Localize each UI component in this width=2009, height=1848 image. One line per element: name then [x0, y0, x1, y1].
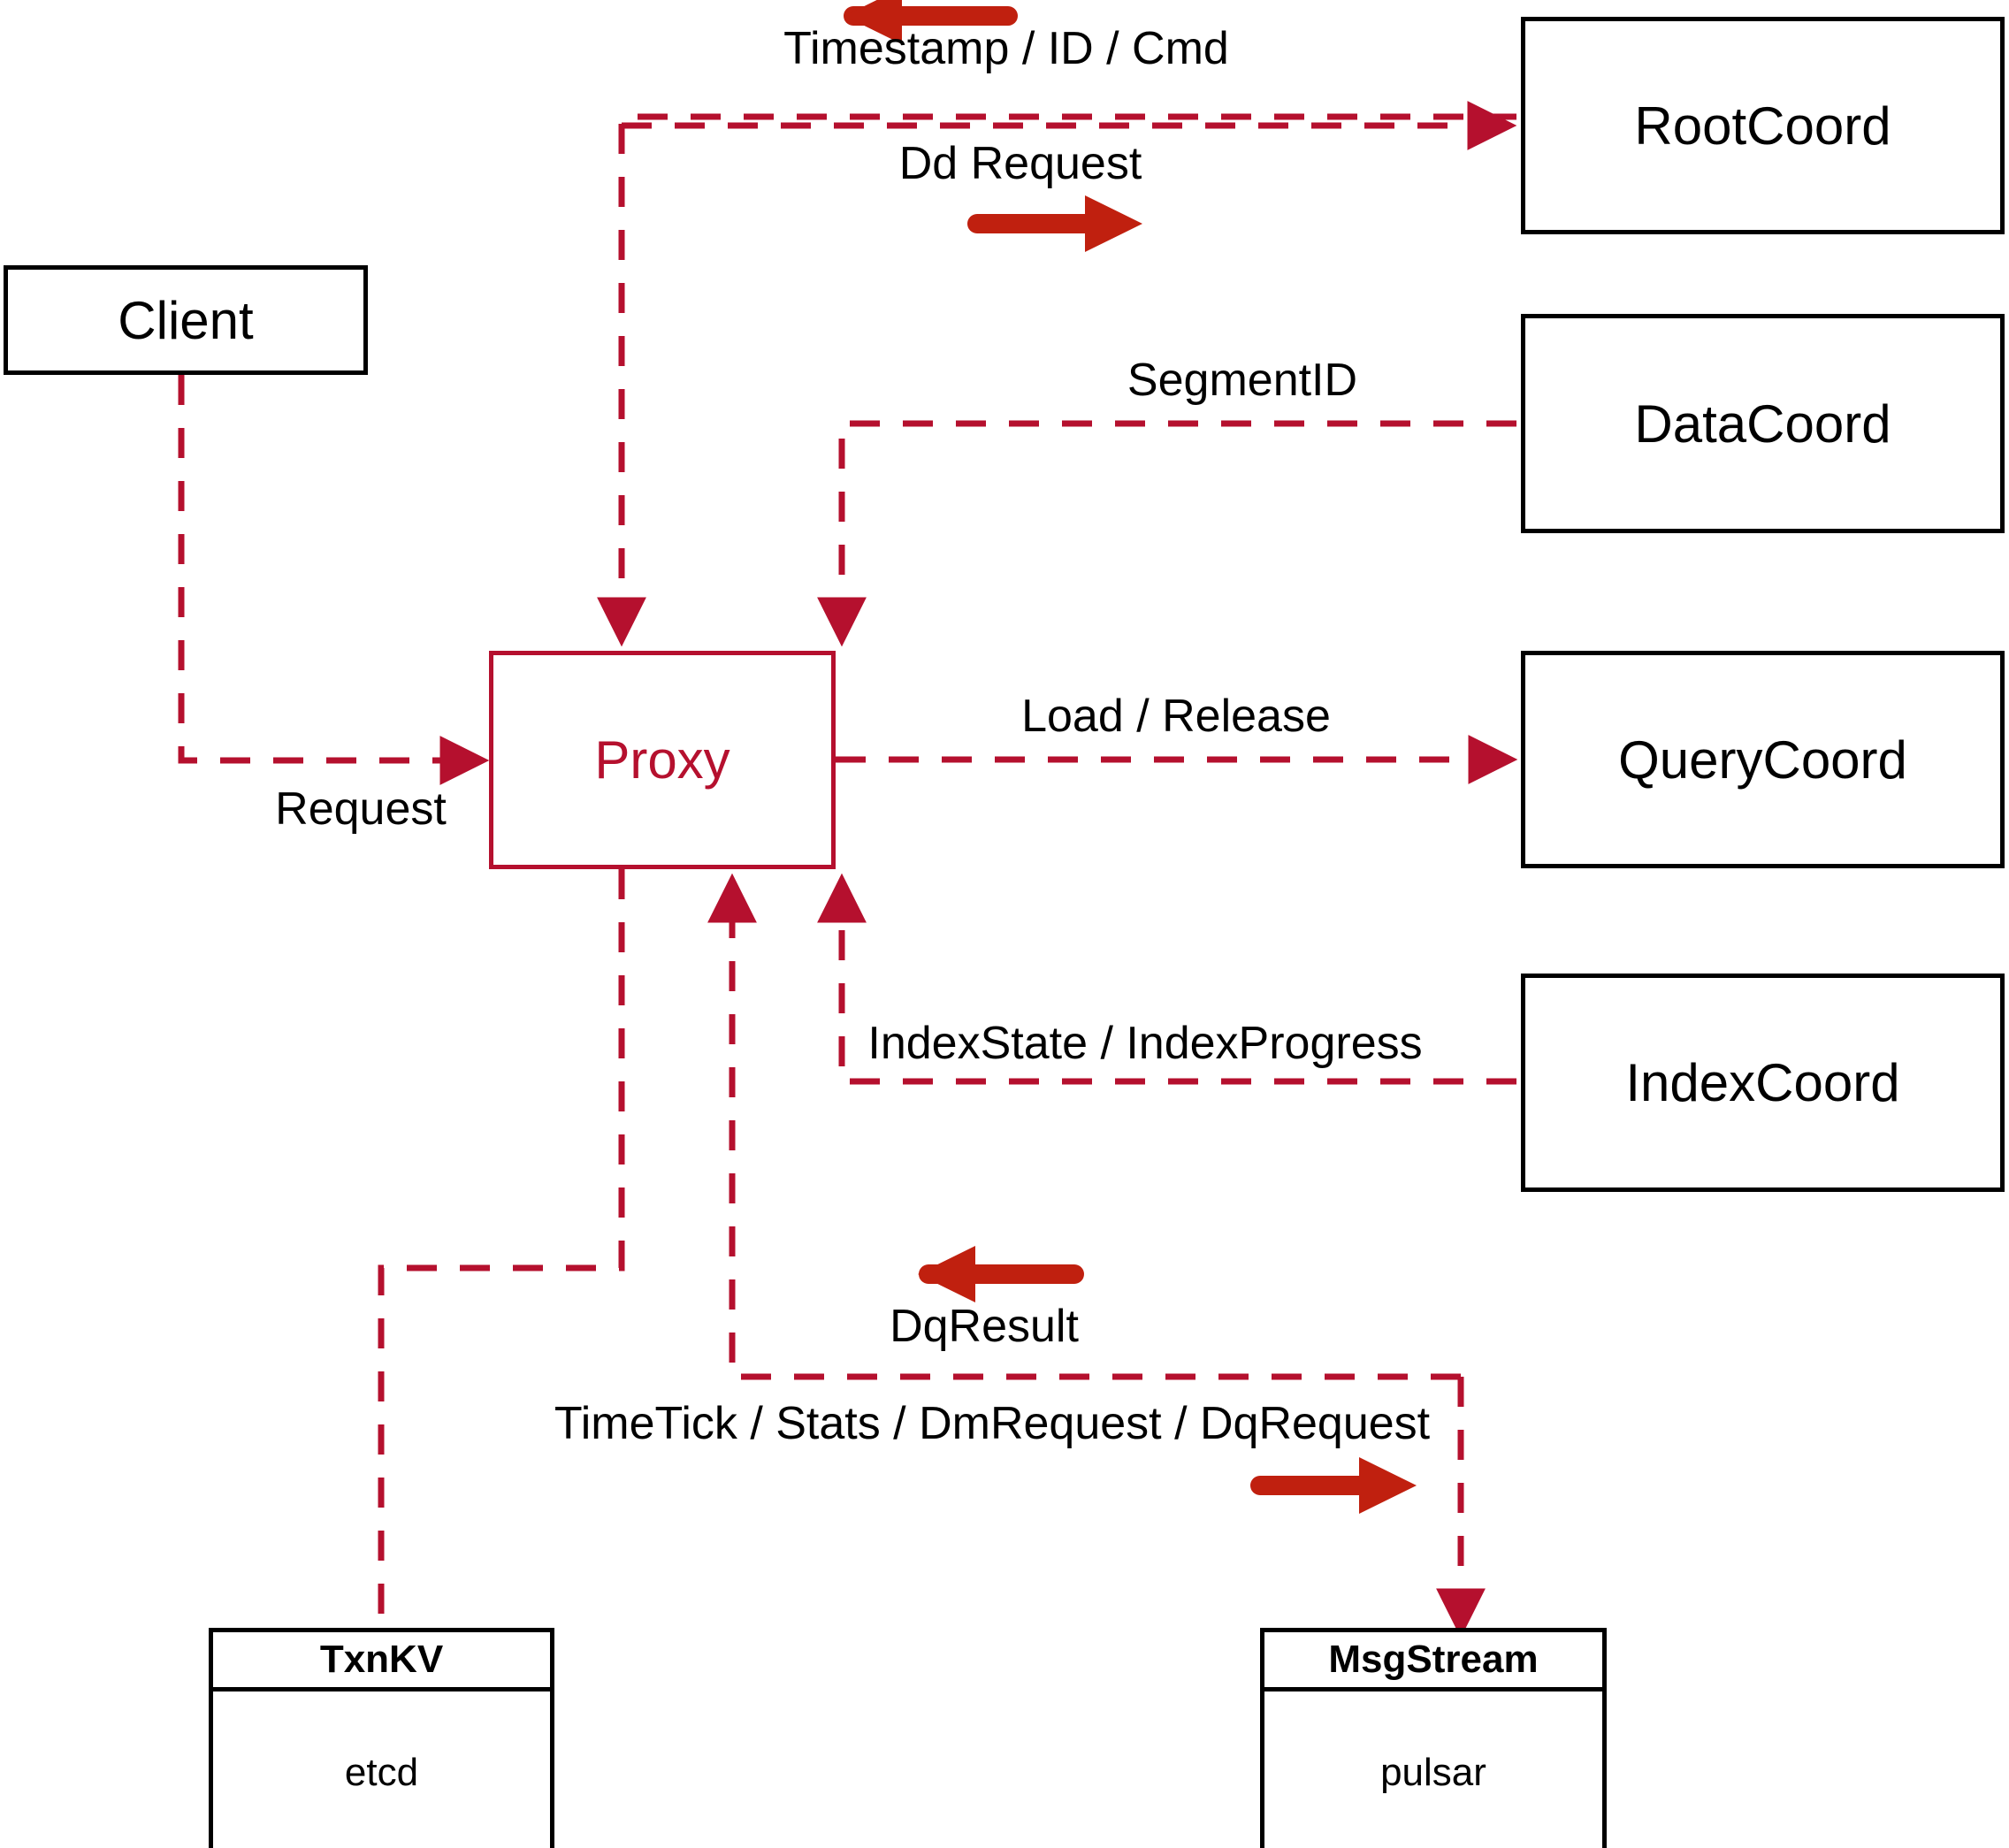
arrowhead-left-timestamp [844, 0, 902, 44]
wire-segment-id [817, 420, 1516, 647]
wire-index-state [817, 873, 1516, 1085]
edge-label-dd-request: Dd Request [898, 138, 1142, 189]
node-txnkv-header: TxnKV [213, 1632, 550, 1691]
node-proxy[interactable]: Proxy [489, 651, 836, 869]
node-querycoord-label: QueryCoord [1618, 729, 1907, 790]
edge-label-dq-result: DqResult [890, 1301, 1079, 1352]
node-rootcoord[interactable]: RootCoord [1521, 17, 2005, 234]
node-client[interactable]: Client [4, 265, 368, 375]
edge-label-timestamp-id-cmd: Timestamp / ID / Cmd [783, 23, 1229, 74]
node-client-label: Client [118, 290, 254, 350]
node-rootcoord-label: RootCoord [1634, 95, 1891, 156]
wire-timestamp-id-cmd [597, 113, 1516, 647]
wire-request [178, 375, 490, 785]
node-indexcoord-label: IndexCoord [1625, 1053, 1900, 1112]
edge-label-segment-id: SegmentID [1127, 355, 1358, 406]
arrowhead-right-dd [1085, 195, 1142, 252]
edge-label-timetick-stats: TimeTick / Stats / DmRequest / DqRequest [554, 1398, 1431, 1449]
arrowhead-right-timetick [1359, 1457, 1417, 1514]
node-indexcoord[interactable]: IndexCoord [1521, 974, 2005, 1192]
arrowhead-left-dqresult [918, 1246, 975, 1302]
node-querycoord[interactable]: QueryCoord [1521, 651, 2005, 868]
node-datacoord[interactable]: DataCoord [1521, 314, 2005, 533]
edge-label-index-state: IndexState / IndexProgress [867, 1018, 1423, 1069]
wire-timetick-stats [378, 869, 625, 1630]
edge-label-request: Request [275, 783, 447, 835]
node-txnkv-body: etcd [344, 1750, 419, 1794]
edge-label-load-release: Load / Release [1021, 691, 1331, 742]
node-msgstream[interactable]: MsgStream pulsar [1260, 1628, 1607, 1848]
node-datacoord-label: DataCoord [1634, 393, 1891, 454]
node-msgstream-body: pulsar [1380, 1750, 1486, 1794]
node-txnkv[interactable]: TxnKV etcd [209, 1628, 554, 1848]
node-msgstream-header: MsgStream [1264, 1632, 1602, 1691]
node-proxy-label: Proxy [594, 730, 730, 790]
